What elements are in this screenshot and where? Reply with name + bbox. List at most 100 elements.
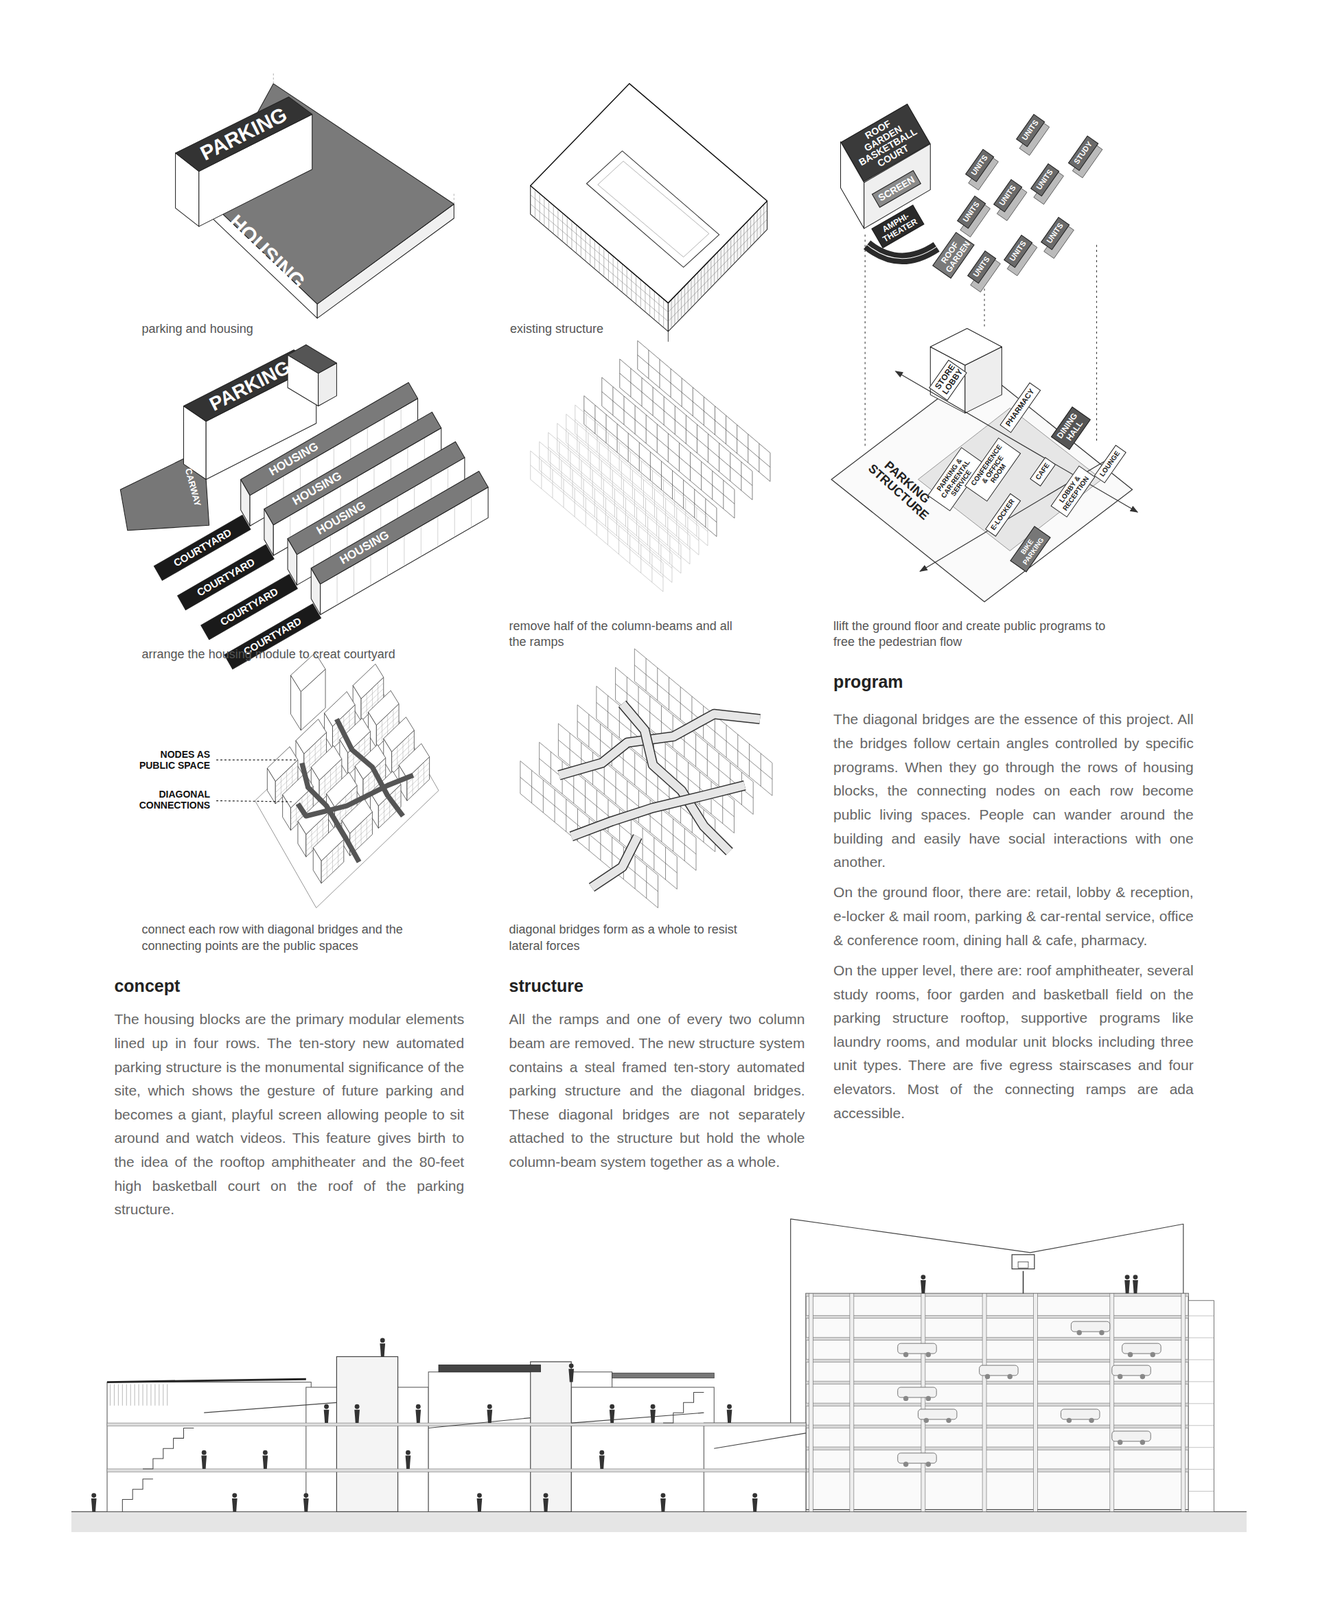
courtyard-inset <box>597 161 710 258</box>
hoop-pole <box>1022 1271 1024 1294</box>
facade-line <box>680 289 682 319</box>
parking-slab <box>805 1359 1189 1362</box>
person-body <box>262 1455 269 1470</box>
beam <box>539 441 673 554</box>
ramp <box>428 1418 531 1429</box>
box-top <box>352 663 384 699</box>
caption: remove half of the column-beams and all … <box>509 618 743 651</box>
parking-column <box>982 1293 987 1512</box>
caption: llift the ground floor and create public… <box>833 618 1130 651</box>
box-grid <box>337 845 339 868</box>
node-text: HOUSING <box>225 210 310 294</box>
box-grid <box>350 823 373 845</box>
person-body <box>405 1455 412 1470</box>
facade-line <box>553 205 554 235</box>
stair <box>142 1427 194 1469</box>
building-mass <box>703 1423 806 1512</box>
node-text: HOUSING <box>337 529 392 568</box>
box-grid <box>408 735 410 759</box>
person-body <box>354 1409 360 1424</box>
facade-line <box>713 255 715 285</box>
box-top <box>383 717 415 753</box>
block-top <box>175 96 313 171</box>
program-box: BIKE PARKING <box>1009 525 1051 572</box>
panel-line <box>1188 1403 1214 1404</box>
parking-column <box>849 1293 854 1512</box>
screen-hatch <box>142 1384 144 1406</box>
beam <box>602 391 735 504</box>
block-top <box>930 328 1002 366</box>
ground-mark <box>667 331 669 342</box>
beam <box>596 686 735 801</box>
person-body <box>201 1455 207 1470</box>
bridge-deck <box>622 703 730 852</box>
node-text: UNITS <box>969 153 989 178</box>
person-head <box>477 1493 482 1498</box>
node-text: COURTYARD <box>171 527 234 570</box>
node-text: COURTYARD <box>218 586 281 629</box>
module-line <box>353 564 355 596</box>
node-text: LOUNGE <box>1098 450 1121 479</box>
car <box>897 1453 937 1464</box>
panel-line <box>1188 1447 1214 1448</box>
car-wheel <box>1088 1418 1094 1424</box>
box-grid <box>322 818 324 841</box>
car-wheel <box>1099 1330 1104 1336</box>
person-head <box>1133 1274 1139 1280</box>
screen-hatch <box>118 1384 119 1406</box>
person-head <box>303 1493 309 1498</box>
caption: arrange the housing module to creat cour… <box>142 646 479 663</box>
parking-column <box>1033 1293 1038 1512</box>
program-box: LOBBY & RECEPTION <box>1050 465 1096 518</box>
amphitheater-step-line <box>866 245 937 259</box>
person-head <box>354 1404 360 1410</box>
car-wheel <box>923 1418 929 1424</box>
module-line <box>437 516 438 548</box>
section-heading: structure <box>509 975 806 997</box>
block-label: HOUSING <box>314 499 368 538</box>
screen-hatch <box>150 1384 152 1406</box>
plate-label: PARKING STRUCTURE <box>862 448 944 526</box>
node-text: AMPHI-THEATER <box>875 208 920 244</box>
box-top <box>267 746 298 782</box>
carway-label: CARWAY <box>183 467 203 508</box>
site-outline <box>255 683 439 909</box>
car-wheel <box>903 1462 909 1467</box>
bridge-outline <box>622 703 730 852</box>
program-box: STORE LOBBY <box>928 359 968 401</box>
box-top <box>398 743 430 779</box>
facade-line <box>740 227 742 257</box>
facade-line <box>684 286 686 316</box>
unit-box: UNITS <box>1015 113 1045 147</box>
car-wheel <box>1117 1374 1123 1380</box>
facade-line <box>649 287 651 317</box>
box-grid <box>307 792 309 815</box>
beam <box>575 433 708 546</box>
person-head <box>405 1450 411 1456</box>
facade-line <box>710 258 712 288</box>
program-box: ROOF GARDEN <box>932 231 976 279</box>
program-diagram <box>831 120 1138 603</box>
ramp <box>203 1402 337 1413</box>
facade-line <box>671 299 673 329</box>
node-text: STUDY <box>1072 140 1095 166</box>
person-head <box>415 1404 421 1410</box>
unit-box: UNITS <box>993 179 1023 213</box>
facade-line <box>733 234 735 264</box>
screen-hatch <box>154 1384 156 1406</box>
person-body <box>1132 1280 1139 1294</box>
program-box: E-LOCKER <box>985 493 1021 537</box>
facade-line <box>674 295 675 325</box>
facade-line <box>640 279 642 309</box>
building-mass <box>571 1387 714 1512</box>
program-box: SCREEN <box>871 170 922 208</box>
caption: connect each row with diagonal bridges a… <box>142 921 420 955</box>
facade-line <box>621 263 623 293</box>
diagonal-connection-diagram <box>216 652 439 909</box>
node-text: UNITS <box>1008 239 1028 263</box>
car-wheel <box>1127 1352 1133 1358</box>
parking-slab <box>805 1469 1189 1472</box>
building-section <box>71 1219 1247 1533</box>
box-grid <box>364 736 366 760</box>
facade-line <box>743 224 745 254</box>
